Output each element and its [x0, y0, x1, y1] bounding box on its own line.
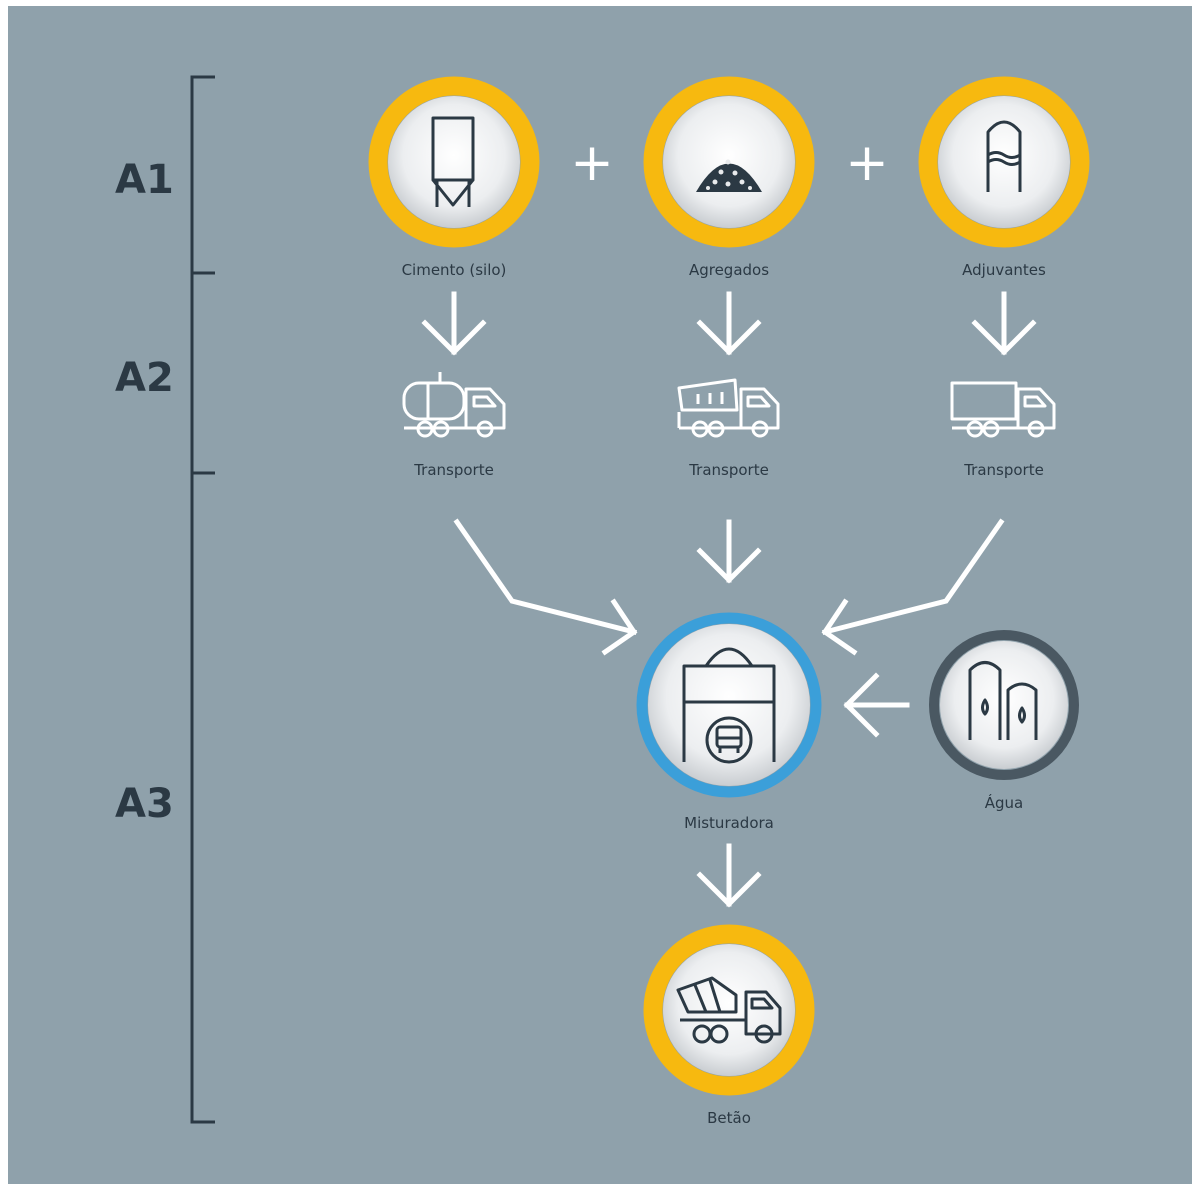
tanker-truck-icon	[402, 372, 506, 438]
mixing-plant-icon	[682, 647, 776, 764]
water-ring	[929, 630, 1079, 780]
cement-transport-label: Transporte	[413, 461, 494, 479]
admixtures-label: Adjuvantes	[962, 261, 1046, 279]
mixer-ring	[636, 612, 822, 798]
arrow-admixtures-to-transport	[971, 291, 1037, 356]
arrow-cement-transport-to-mixer	[453, 518, 638, 656]
plus-sign-2: +	[845, 133, 889, 193]
concrete-disc	[663, 944, 795, 1076]
concrete-mixer-truck-icon	[676, 976, 782, 1044]
arrow-mixer-to-concrete	[696, 843, 762, 908]
arrow-water-to-mixer	[843, 672, 910, 738]
arrow-aggregates-to-transport	[696, 291, 762, 356]
plus-sign-1: +	[570, 133, 614, 193]
admixtures-ring	[918, 76, 1090, 248]
water-tanks-icon	[968, 661, 1038, 740]
phase-bracket	[190, 75, 215, 1124]
cement-label: Cimento (silo)	[402, 261, 507, 279]
concrete-ring	[643, 924, 815, 1096]
water-node	[929, 630, 1079, 780]
aggregates-transport-label: Transporte	[688, 461, 769, 479]
mixer-label: Misturadora	[684, 814, 774, 832]
dump-truck-icon	[677, 378, 780, 438]
aggregates-label: Agregados	[689, 261, 769, 279]
admixtures-node	[918, 76, 1090, 248]
arrow-cement-to-transport	[421, 291, 487, 356]
aggregates-ring	[643, 76, 815, 248]
box-truck-icon	[950, 381, 1056, 438]
water-disc	[940, 641, 1068, 769]
cement-disc	[388, 96, 520, 228]
concrete-node	[643, 924, 815, 1096]
phase-a1-label: A1	[115, 157, 174, 203]
cement-ring	[368, 76, 540, 248]
water-label: Água	[985, 793, 1023, 812]
mixer-node	[636, 612, 822, 798]
admixtures-transport-label: Transporte	[963, 461, 1044, 479]
tank-icon	[986, 120, 1022, 192]
gravel-pile-icon	[696, 159, 762, 192]
arrow-admixtures-transport-to-mixer	[821, 518, 1005, 656]
concrete-label: Betão	[707, 1109, 751, 1127]
aggregates-node	[643, 76, 815, 248]
silo-icon	[431, 116, 475, 207]
arrow-aggregates-transport-to-mixer	[696, 519, 762, 584]
phase-a2-label: A2	[115, 355, 174, 401]
cement-node	[368, 76, 540, 248]
phase-a3-label: A3	[115, 781, 174, 827]
